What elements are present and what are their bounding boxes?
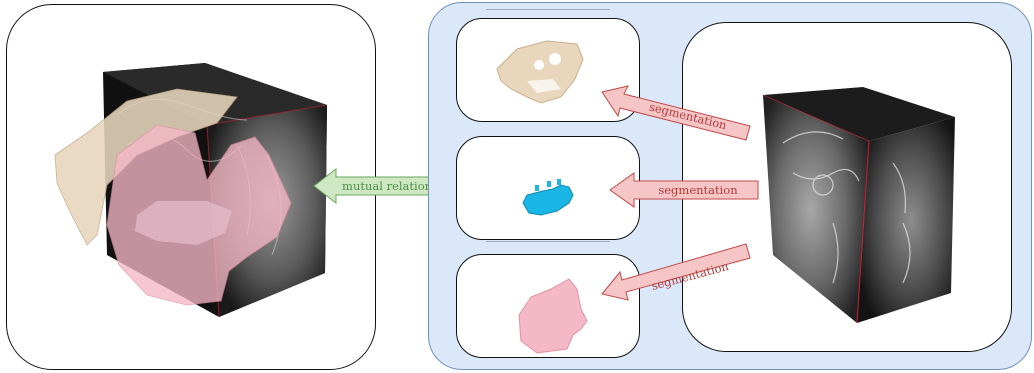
panel-divider-line <box>486 241 610 242</box>
ct-volume-icon <box>762 87 955 324</box>
skull-segment-panel <box>456 18 640 122</box>
face-segment-panel <box>456 254 640 358</box>
mutual-relations-label: mutual relations <box>342 179 438 193</box>
teeth-segment-icon <box>522 179 574 216</box>
fused-result-panel <box>6 4 376 370</box>
skull-segment-icon <box>496 40 584 104</box>
segmentation-arrow-top: segmentation <box>601 85 751 141</box>
fused-ct-volume-icon <box>54 63 328 318</box>
segmentation-arrow-bottom: segmentation <box>601 243 751 301</box>
segmentation-arrow-middle: segmentation <box>609 172 759 208</box>
segmentation-label-middle: segmentation <box>658 183 738 197</box>
face-soft-tissue-icon <box>518 278 588 354</box>
segmentation-label-top: segmentation <box>648 100 729 133</box>
group-top-line <box>486 9 610 10</box>
